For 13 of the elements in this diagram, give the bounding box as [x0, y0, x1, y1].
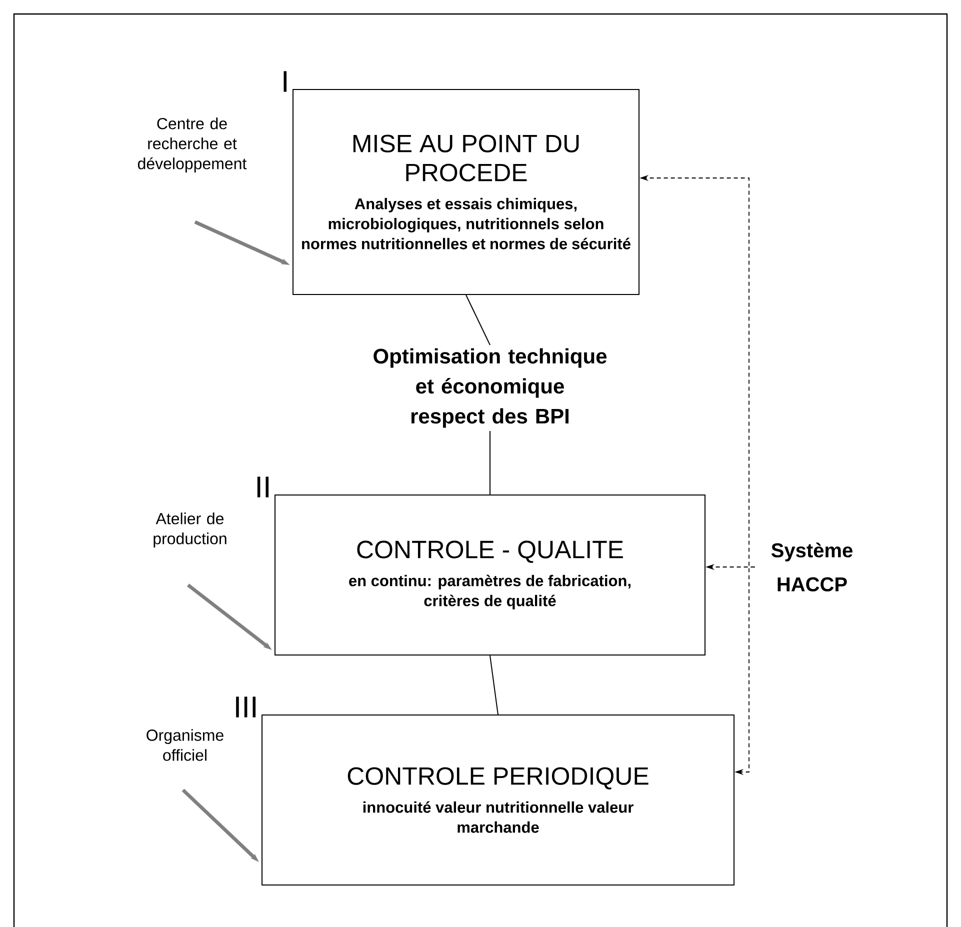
process-box: CONTROLE - QUALITE en continu: paramètres de fabrication, critères de qualité: [274, 494, 706, 656]
actor-label: Organisme officiel: [146, 729, 224, 761]
process-box: MISE AU POINT DU PROCEDE Analyses et essais chimiques, microbiologiques, nutritionnels selon normes nutritionnelles et normes de sécurité: [292, 89, 640, 295]
stage-numeral: III: [236, 696, 256, 718]
actor-label: Centre de recherche et développement: [138, 118, 247, 172]
connector-line: [466, 294, 490, 346]
actor-label: Atelier de production: [154, 512, 226, 548]
process-box: CONTROLE PERIODIQUE innocuité valeur nutritionnelle valeur marchande: [262, 714, 734, 886]
connector-line: [490, 655, 498, 715]
actor-label: Système HACCP: [771, 542, 852, 592]
stage-numeral: I: [284, 71, 287, 92]
step-label: Optimisation technique et économique respect des BPI: [374, 348, 607, 428]
stage-numeral: II: [257, 476, 269, 498]
